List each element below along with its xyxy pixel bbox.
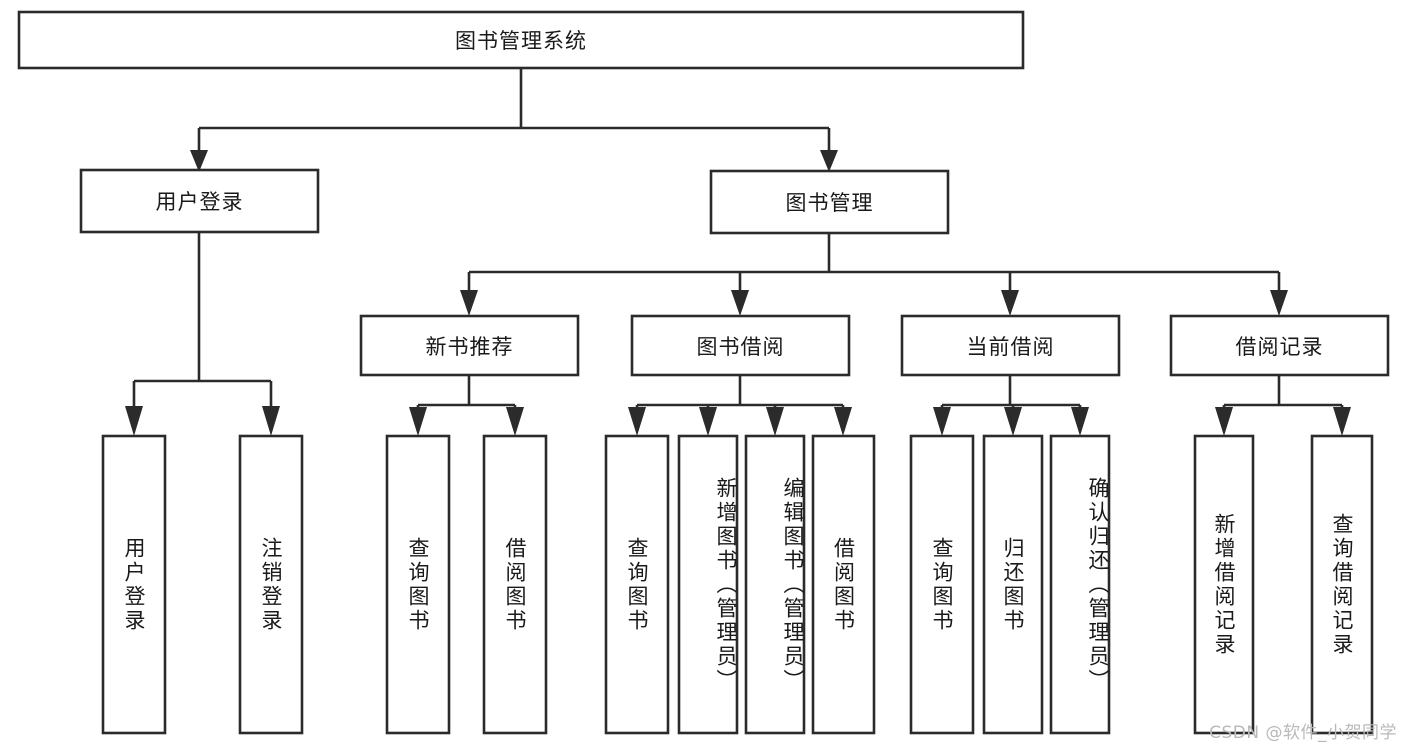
arrowhead-current-leaf-1: [933, 407, 951, 436]
node-box-book-borrow[interactable]: [630, 314, 851, 377]
watermark-text: CSDN @软件_小贺同学: [1209, 723, 1397, 743]
connector-group-book-borrow: [628, 375, 852, 436]
connector-group-new-book-recommend: [409, 375, 524, 436]
arrowhead-current-leaf-3: [1071, 407, 1089, 436]
node-box-current-query-book[interactable]: [909, 434, 975, 735]
node-box-current-return-book[interactable]: [982, 434, 1044, 735]
connector-group-borrow-record: [1215, 375, 1351, 436]
node-box-borrow-borrow-book[interactable]: [811, 434, 876, 735]
node-box-current-confirm-return[interactable]: [1049, 434, 1111, 735]
node-box-record-query[interactable]: [1310, 434, 1374, 735]
node-box-record-add[interactable]: [1193, 434, 1255, 735]
arrowhead-record-leaf-1: [1215, 407, 1233, 436]
arrowhead-book-borrow: [731, 290, 749, 316]
node-box-user-login-logout[interactable]: [238, 434, 304, 735]
arrowhead-recommend-leaf-1: [409, 407, 427, 436]
node-box-user-login[interactable]: [79, 168, 320, 234]
node-box-borrow-add-book[interactable]: [677, 434, 739, 735]
connector-group-book-manage: [460, 233, 1288, 316]
arrowhead-borrow-leaf-3: [766, 407, 784, 436]
arrowhead-user-login-leaf-1: [125, 406, 143, 436]
arrowhead-borrow-leaf-4: [834, 407, 852, 436]
connector-group-root: [190, 68, 838, 172]
node-box-new-book-recommend[interactable]: [359, 314, 580, 377]
node-box-borrow-edit-book[interactable]: [744, 434, 806, 735]
arrowhead-borrow-leaf-1: [628, 407, 646, 436]
node-box-book-manage[interactable]: [709, 169, 950, 235]
arrowhead-current-borrow: [1001, 290, 1019, 316]
connector-group-current-borrow: [933, 375, 1089, 436]
arrowhead-book-manage: [820, 150, 838, 172]
node-box-borrow-record[interactable]: [1169, 314, 1390, 377]
connector-group-user-login: [125, 232, 280, 436]
arrowhead-current-leaf-2: [1004, 407, 1022, 436]
arrowhead-record-leaf-2: [1333, 407, 1351, 436]
node-box-user-login-login[interactable]: [101, 434, 167, 735]
arrowhead-recommend-leaf-2: [506, 407, 524, 436]
arrowhead-user-login: [190, 150, 208, 172]
node-box-current-borrow[interactable]: [900, 314, 1121, 377]
node-box-recommend-borrow-book[interactable]: [482, 434, 548, 735]
arrowhead-new-book-recommend: [460, 290, 478, 316]
arrowhead-borrow-leaf-2: [699, 407, 717, 436]
arrowhead-borrow-record: [1270, 290, 1288, 316]
node-box-borrow-query-book[interactable]: [604, 434, 670, 735]
node-box-root[interactable]: [17, 10, 1025, 70]
arrowhead-user-login-leaf-2: [262, 406, 280, 436]
node-box-recommend-query-book[interactable]: [385, 434, 451, 735]
